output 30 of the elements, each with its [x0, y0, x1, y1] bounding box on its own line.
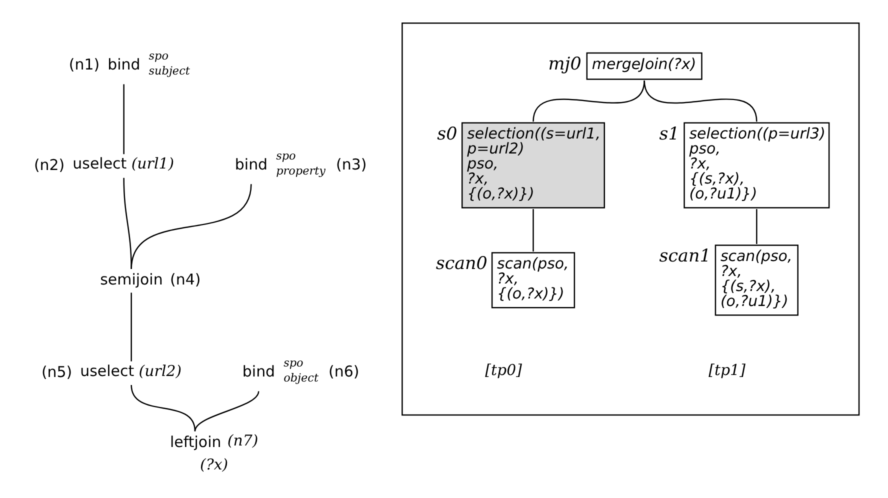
connector [194, 391, 260, 432]
connector [123, 178, 132, 269]
node-label: mj0 [548, 54, 582, 75]
node-label: (n4) [170, 270, 201, 289]
connector [130, 384, 196, 432]
connector [532, 80, 645, 122]
node-label: (n3) [336, 155, 367, 174]
connector [644, 80, 758, 122]
node-label: (n6) [328, 362, 360, 380]
cluster [402, 22, 860, 416]
label: [tp0] [485, 361, 522, 380]
connector [123, 84, 124, 154]
connector [756, 209, 758, 244]
node-label: s1 [659, 124, 680, 144]
node-text: uselect (url1) [72, 154, 174, 173]
node-label: (n7) [227, 432, 258, 450]
node-text: leftjoin [170, 432, 222, 451]
connector [532, 209, 534, 252]
node-label: (n2) [34, 156, 65, 174]
node-label: scan1 [659, 246, 711, 267]
node-text: semijoin [100, 270, 163, 289]
connector [130, 184, 252, 270]
label: [tp1] [708, 361, 746, 380]
node-label: (?x) [200, 455, 228, 474]
node-label: (n5) [41, 363, 72, 382]
node-label: scan0 [436, 254, 488, 274]
connector [130, 292, 132, 362]
node-text: uselect (url2) [80, 362, 182, 380]
node-label: (n1) [68, 55, 100, 74]
node-label: s0 [437, 124, 458, 144]
